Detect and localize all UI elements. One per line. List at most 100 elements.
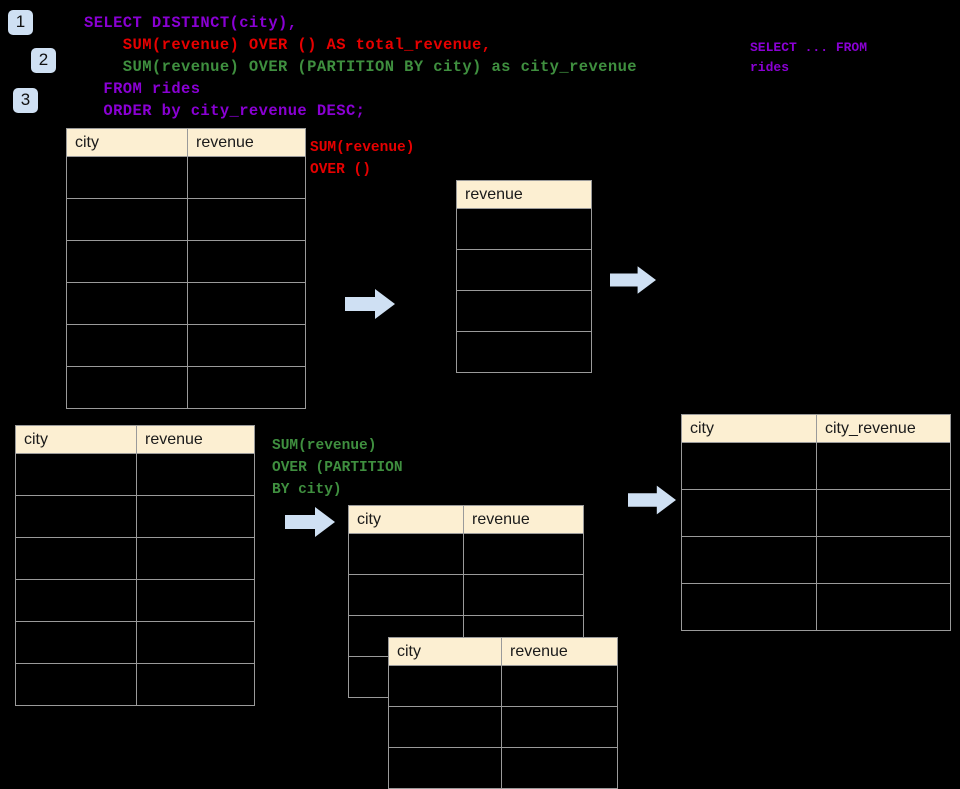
table-cell [187, 156, 306, 199]
table-cell [681, 442, 817, 490]
table-row [66, 198, 306, 241]
table-cell [187, 282, 306, 325]
table-row [456, 290, 592, 332]
table-cell [66, 240, 188, 283]
column-header-city: city [388, 637, 502, 666]
table-header-row: city revenue [66, 128, 306, 157]
table-row [15, 495, 255, 538]
table-cell [66, 156, 188, 199]
table-cell [456, 208, 592, 250]
column-header-revenue: revenue [136, 425, 255, 454]
table-cell [388, 706, 502, 748]
table-row [456, 249, 592, 291]
column-header-city-revenue: city_revenue [816, 414, 951, 443]
table-body [66, 156, 306, 409]
table-row [15, 453, 255, 496]
table-cell [456, 331, 592, 373]
table-cell [348, 533, 464, 575]
table-body [681, 442, 951, 631]
table-cell [187, 198, 306, 241]
table-cell [136, 537, 255, 580]
table-row [66, 324, 306, 367]
column-header-revenue: revenue [501, 637, 618, 666]
column-header-city: city [15, 425, 137, 454]
table-row [388, 706, 618, 748]
table-cell [388, 747, 502, 789]
table-cell [136, 579, 255, 622]
side-note-line-2: rides [750, 60, 790, 75]
table-cell [187, 324, 306, 367]
arrow-rides-to-total [345, 288, 395, 325]
table-cell [501, 747, 618, 789]
table-cell [501, 665, 618, 707]
table-row [681, 536, 951, 584]
table-cell [816, 536, 951, 584]
table-row [348, 533, 584, 575]
table-row [456, 208, 592, 250]
table-header-row: city city_revenue [681, 414, 951, 443]
table-cell [15, 621, 137, 664]
table-cell [456, 290, 592, 332]
sql-line-total-revenue: SUM(revenue) OVER () AS total_revenue, [84, 36, 492, 54]
table-cell [136, 453, 255, 496]
table-cell [463, 533, 584, 575]
table-cell [136, 495, 255, 538]
table-cell [15, 663, 137, 706]
table-cell [187, 366, 306, 409]
table-cell [66, 366, 188, 409]
table-partition-front: city revenue [388, 637, 618, 789]
step-badge-1: 1 [8, 10, 33, 35]
table-header-row: city revenue [15, 425, 255, 454]
table-row [348, 574, 584, 616]
table-total-revenue: revenue [456, 180, 592, 373]
diagram-canvas: 1 2 3 SELECT DISTINCT(city), SUM(revenue… [8, 10, 951, 789]
table-cell [15, 537, 137, 580]
arrow-rides-to-partition [285, 506, 335, 543]
column-header-city: city [66, 128, 188, 157]
table-row [681, 583, 951, 631]
table-header-row: city revenue [388, 637, 618, 666]
table-row [66, 366, 306, 409]
table-cell [816, 489, 951, 537]
annotation-total-revenue-line-2: OVER () [310, 162, 371, 178]
table-cell [136, 663, 255, 706]
sql-line-order-by: ORDER by city_revenue DESC; [84, 102, 366, 120]
step-badge-2: 2 [31, 48, 56, 73]
side-note-line-1: SELECT ... FROM [750, 40, 868, 55]
table-body [15, 453, 255, 706]
step-badge-3: 3 [13, 88, 38, 113]
table-cell [456, 249, 592, 291]
table-row [456, 331, 592, 373]
table-row [388, 747, 618, 789]
arrow-partition-to-result [628, 484, 676, 521]
column-header-revenue: revenue [456, 180, 592, 209]
table-row [66, 156, 306, 199]
table-row [681, 442, 951, 490]
table-row [15, 663, 255, 706]
table-cell [681, 489, 817, 537]
table-cell [66, 324, 188, 367]
column-header-city: city [348, 505, 464, 534]
table-header-row: revenue [456, 180, 592, 209]
table-cell [348, 574, 464, 616]
column-header-revenue: revenue [463, 505, 584, 534]
table-cell [66, 198, 188, 241]
table-row [15, 621, 255, 664]
table-row [388, 665, 618, 707]
table-result: city city_revenue [681, 414, 951, 631]
annotation-city-revenue-line-1: SUM(revenue) [272, 438, 377, 454]
table-cell [388, 665, 502, 707]
column-header-revenue: revenue [187, 128, 306, 157]
table-cell [816, 583, 951, 631]
table-body [456, 208, 592, 373]
table-cell [66, 282, 188, 325]
table-header-row: city revenue [348, 505, 584, 534]
sql-line-city-revenue: SUM(revenue) OVER (PARTITION BY city) as… [84, 58, 637, 76]
table-cell [15, 453, 137, 496]
table-row [66, 240, 306, 283]
arrow-total-to-result [610, 264, 656, 301]
table-cell [501, 706, 618, 748]
column-header-city: city [681, 414, 817, 443]
sql-line-from: FROM rides [84, 80, 201, 98]
table-cell [681, 536, 817, 584]
